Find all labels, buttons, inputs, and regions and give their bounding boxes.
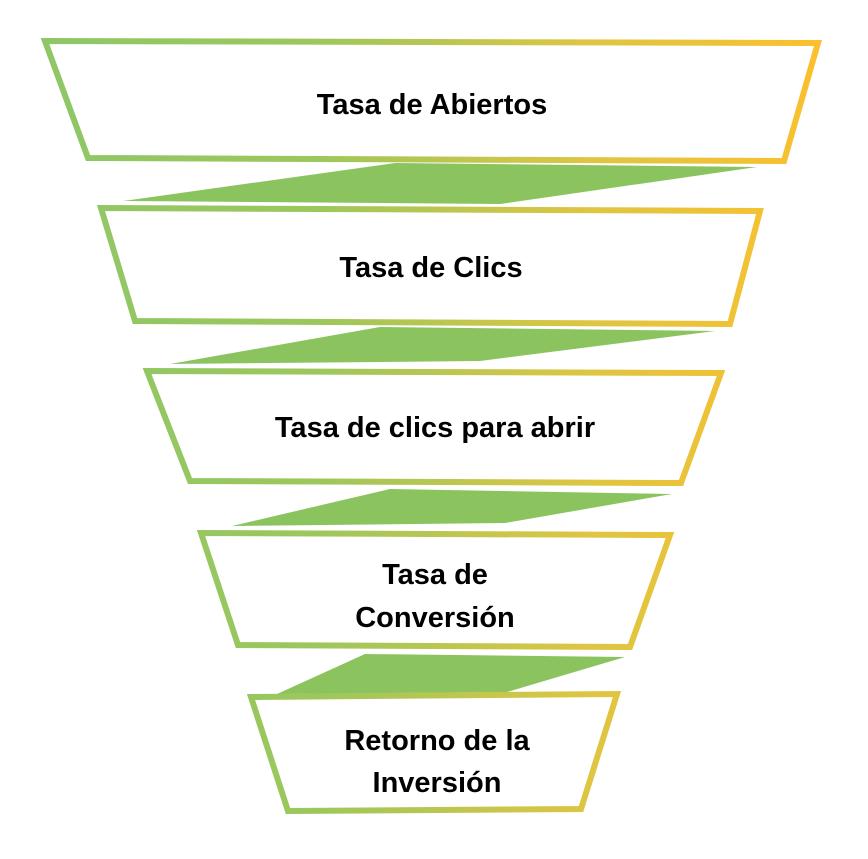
funnel-connector-2 <box>170 327 715 364</box>
stage-label-4-line-2: Conversión <box>355 602 515 634</box>
funnel-connector-3 <box>232 489 672 526</box>
funnel-segment-4-shape <box>196 529 675 651</box>
funnel-segments <box>40 37 822 815</box>
funnel-segment-1-shape <box>40 37 822 165</box>
funnel-segment-5-shape <box>246 690 622 815</box>
stage-label-4-line-1: Tasa de <box>382 559 488 591</box>
funnel-segment-2-shape <box>96 204 764 328</box>
funnel-labels: Tasa de Abiertos Tasa de Clics Tasa de c… <box>275 89 595 799</box>
funnel-segment-3-shape <box>142 367 726 487</box>
stage-label-1: Tasa de Abiertos <box>317 89 547 121</box>
stage-label-5-line-1: Retorno de la <box>344 725 530 757</box>
funnel-connector-1 <box>123 163 757 204</box>
stage-label-3: Tasa de clics para abrir <box>275 412 595 444</box>
stage-label-5-line-2: Inversión <box>373 767 502 799</box>
funnel-connector-4 <box>277 654 625 694</box>
funnel-connectors <box>123 163 757 694</box>
stage-label-2: Tasa de Clics <box>339 252 522 284</box>
